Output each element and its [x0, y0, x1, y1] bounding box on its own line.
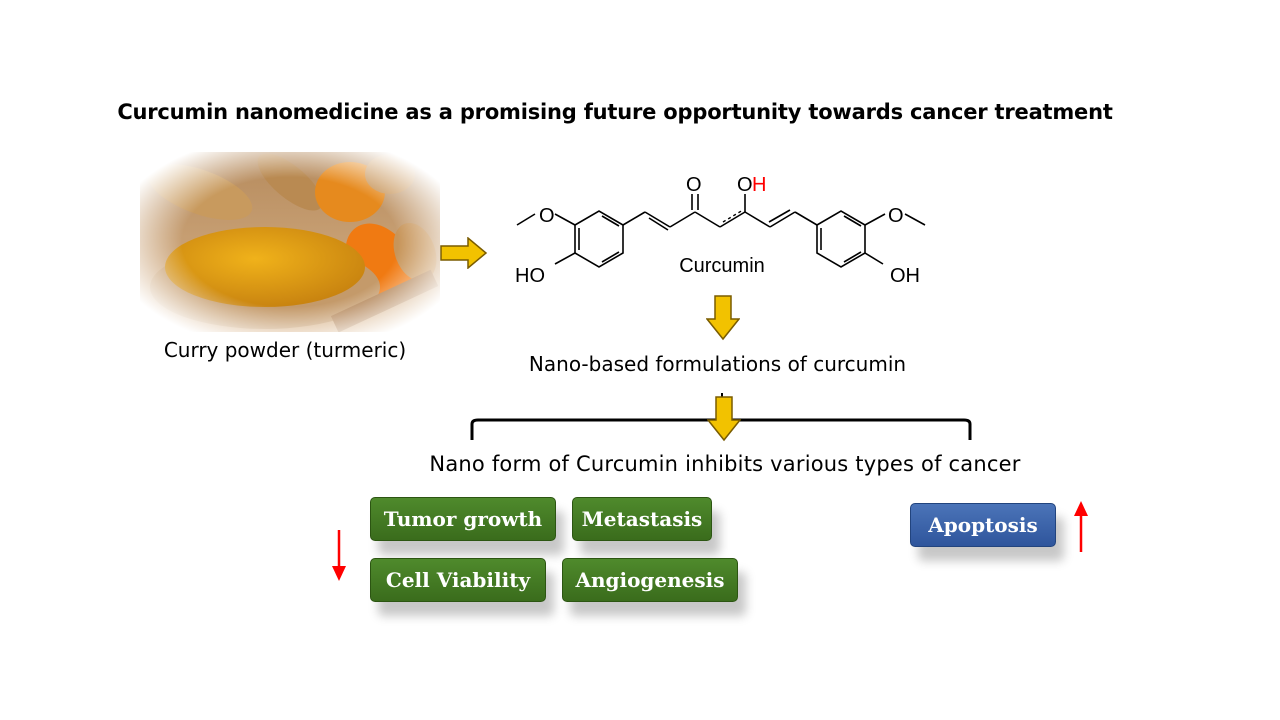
enol-oxygen-label: O — [737, 174, 753, 196]
right-hydroxyl-label: OH — [890, 265, 920, 287]
left-hydroxyl-label: HO — [515, 265, 545, 287]
effect-box-cell-viability: Cell Viability — [370, 558, 546, 602]
arrow-right-icon — [440, 237, 488, 269]
decrease-arrow-icon — [332, 530, 346, 581]
increase-arrow-icon — [1074, 501, 1088, 552]
effect-box-tumor-growth: Tumor growth — [370, 497, 556, 541]
molecule-name: Curcumin — [679, 255, 765, 277]
figure-title: Curcumin nanomedicine as a promising fut… — [117, 100, 1113, 124]
effect-box-apoptosis: Apoptosis — [910, 503, 1056, 547]
enol-hydrogen-label: H — [752, 174, 766, 196]
inhibits-label: Nano form of Curcumin inhibits various t… — [429, 452, 1021, 476]
formulations-label: Nano-based formulations of curcumin — [528, 352, 907, 376]
carbonyl-oxygen-label: O — [686, 174, 702, 196]
photo-caption: Curry powder (turmeric) — [163, 338, 407, 362]
effect-box-metastasis: Metastasis — [572, 497, 712, 541]
right-methoxy-oxygen-label: O — [888, 205, 904, 227]
effect-box-angiogenesis: Angiogenesis — [562, 558, 738, 602]
arrow-down-icon — [707, 396, 741, 442]
arrow-down-icon — [706, 295, 740, 341]
curcumin-structure: O O H O O HO OH Curcumin — [515, 174, 926, 287]
left-methoxy-oxygen-label: O — [539, 205, 555, 227]
turmeric-photo — [140, 152, 440, 332]
